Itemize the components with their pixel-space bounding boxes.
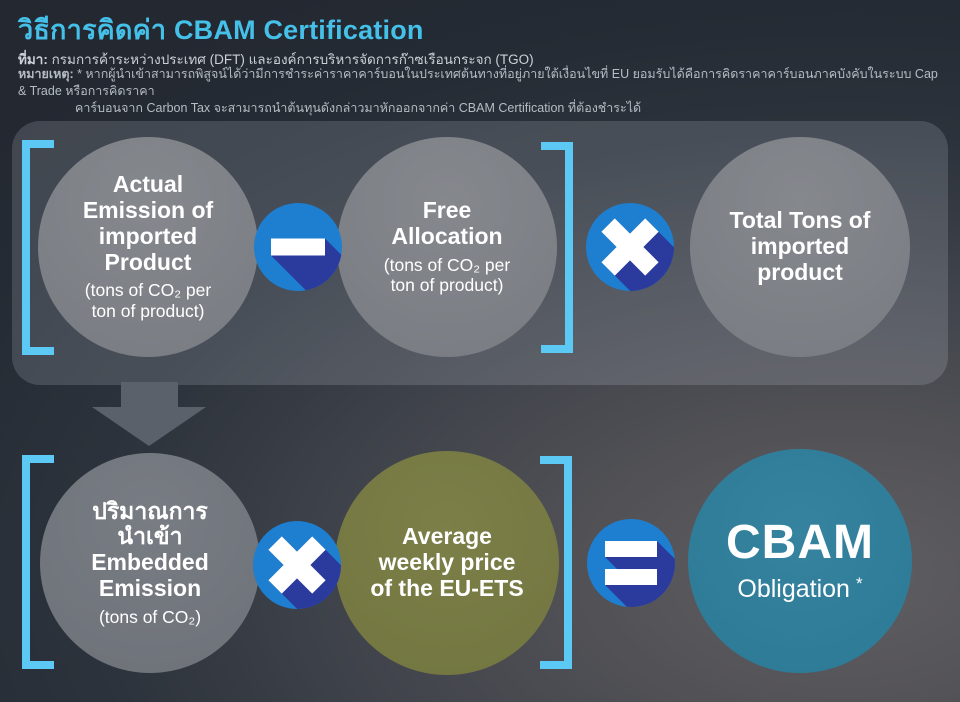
circle-text-line: imported bbox=[750, 233, 850, 260]
bracket-open-row1 bbox=[22, 140, 54, 355]
bracket-close-row1 bbox=[541, 142, 573, 353]
multiply-icon bbox=[586, 203, 674, 291]
cbam-subtitle: Obligation* bbox=[737, 573, 863, 604]
note-block: หมายเหตุ: * หากผู้นำเข้าสามารถพิสูจน์ได้… bbox=[18, 66, 948, 117]
cbam-subtitle-text: Obligation bbox=[737, 574, 850, 603]
circle-embedded-emission: ปริมาณการ นำเข้า Embedded Emission (tons… bbox=[40, 453, 260, 673]
circle-text-line: Embedded bbox=[91, 549, 209, 576]
note-line-2: คาร์บอนจาก Carbon Tax จะสามารถนำต้นทุนดั… bbox=[75, 101, 642, 115]
circle-text-line: Product bbox=[104, 248, 192, 275]
circle-text-sub: (tons of CO₂) bbox=[98, 606, 202, 627]
circle-total-tons: Total Tons of imported product bbox=[690, 137, 910, 357]
multiply-icon bbox=[253, 521, 341, 609]
circle-text-sub: ton of product) bbox=[390, 275, 504, 296]
circle-text-sub: (tons of CO₂ per bbox=[383, 254, 511, 275]
circle-text-line: Allocation bbox=[391, 222, 503, 249]
circle-text-sub: ton of product) bbox=[91, 301, 205, 321]
circle-text-line: ปริมาณการ bbox=[92, 497, 208, 524]
circle-text-line: imported bbox=[98, 222, 198, 249]
note-line-1: หมายเหตุ: * หากผู้นำเข้าสามารถพิสูจน์ได้… bbox=[18, 66, 948, 100]
circle-text-line: นำเข้า bbox=[117, 523, 183, 550]
source-text: กรมการค้าระหว่างประเทศ (DFT) และองค์การบ… bbox=[47, 52, 534, 67]
circle-cbam-obligation: CBAM Obligation* bbox=[688, 449, 912, 673]
minus-icon bbox=[254, 203, 342, 291]
circle-text-line: Emission bbox=[98, 574, 202, 601]
cbam-asterisk: * bbox=[855, 573, 863, 593]
circle-eu-ets-price: Average weekly price of the EU-ETS bbox=[335, 451, 559, 675]
page-title: วิธีการคิดค่า CBAM Certification bbox=[18, 15, 424, 45]
circle-text-line: Free bbox=[422, 197, 472, 224]
equals-icon bbox=[587, 519, 675, 607]
arrow-head bbox=[92, 407, 206, 446]
source-line: ที่มา: กรมการค้าระหว่างประเทศ (DFT) และอ… bbox=[18, 48, 534, 70]
circle-text-line: Actual bbox=[112, 171, 184, 198]
circle-text-line: product bbox=[757, 258, 843, 285]
circle-text-line: of the EU-ETS bbox=[370, 574, 524, 601]
arrow-shaft bbox=[121, 382, 178, 408]
cbam-title: CBAM bbox=[726, 515, 874, 569]
circle-text-line: Average bbox=[402, 523, 492, 550]
circle-free-allocation: Free Allocation (tons of CO₂ per ton of … bbox=[337, 137, 557, 357]
circle-text-line: Total Tons of bbox=[729, 207, 871, 234]
bracket-close-row2 bbox=[540, 456, 572, 669]
circle-text-line: Emission of bbox=[82, 197, 214, 224]
circle-text-sub: (tons of CO₂ per bbox=[84, 280, 212, 301]
bracket-open-row2 bbox=[22, 455, 54, 669]
source-label: ที่มา: bbox=[18, 52, 48, 67]
note-text-1: * หากผู้นำเข้าสามารถพิสูจน์ได้ว่ามีการชำ… bbox=[18, 67, 938, 98]
note-label: หมายเหตุ: bbox=[18, 67, 74, 81]
circle-actual-emission: Actual Emission of imported Product (ton… bbox=[38, 137, 258, 357]
circle-text-line: weekly price bbox=[378, 549, 516, 576]
